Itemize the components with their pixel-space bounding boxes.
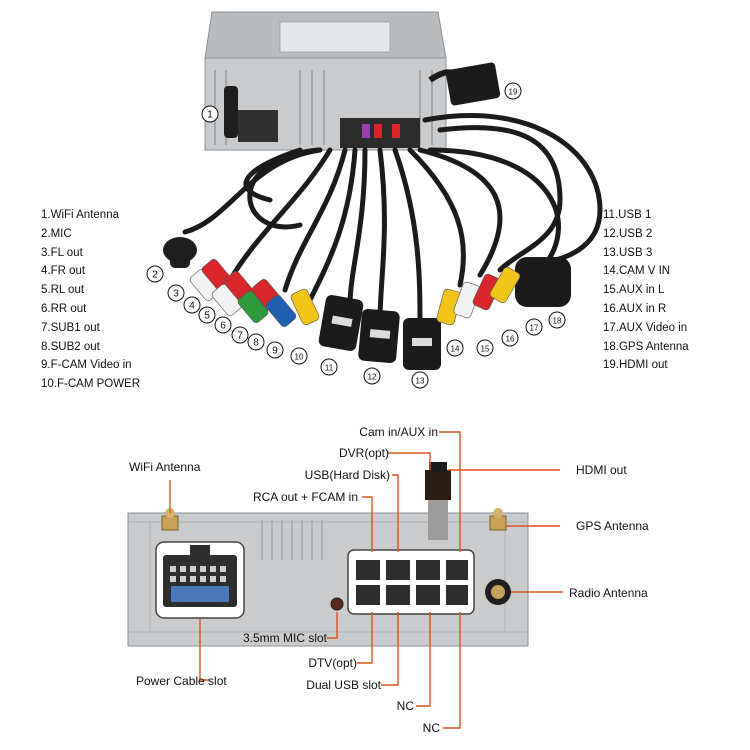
legend-left-item: 5.RL out <box>41 284 85 297</box>
gps-antenna-connector <box>489 508 507 531</box>
legend-right-item: 11.USB 1 <box>603 209 652 221</box>
rca-plugs-right <box>436 266 521 326</box>
legend-left-item: 10.F-CAM POWER <box>41 378 141 391</box>
label-dvr: DVR(opt) <box>338 446 389 460</box>
legend-left-item: 4.FR out <box>41 265 86 278</box>
legend-right-item: 13.USB 3 <box>603 246 653 259</box>
mic-slot <box>330 597 344 611</box>
callout-lines <box>169 431 563 729</box>
power-cable-connector <box>155 541 245 619</box>
gps-antenna <box>515 257 571 307</box>
label-rca-out-fcam: RCA out + FCAM in <box>252 490 358 504</box>
label-nc-2: NC <box>422 721 440 735</box>
legend-left-item: 6.RR out <box>41 302 87 315</box>
label-wifi-antenna: WiFi Antenna <box>129 460 201 474</box>
legend-right-item: 15.AUX in L <box>603 284 665 297</box>
radio-antenna-socket <box>485 579 511 605</box>
legend-right-item: 16.AUX in R <box>603 302 667 315</box>
label-hdmi-out: HDMI out <box>576 463 627 477</box>
legend-right-item: 17.AUX Video in <box>603 321 688 334</box>
cable-bundle <box>182 113 603 328</box>
legend-left-item: 9.F-CAM Video in <box>41 359 132 372</box>
label-usb-hard-disk: USB(Hard Disk) <box>304 468 390 482</box>
legend-left-item: 7.SUB1 out <box>41 321 100 334</box>
legend-left: 1.WiFi Antenna 2.MIC 3.FL out 4.FR out 5.RL … <box>41 206 140 394</box>
label-nc-1: NC <box>396 699 414 713</box>
rca-plugs-left <box>189 259 320 327</box>
usb-ends <box>318 295 441 370</box>
label-dtv: DTV(opt) <box>308 656 357 670</box>
multi-connector-block <box>347 549 475 615</box>
label-cam-aux-in: Cam in/AUX in <box>359 425 438 439</box>
label-gps-antenna: GPS Antenna <box>576 519 649 533</box>
legend-right-item: 19.HDMI out <box>603 359 668 372</box>
unit-photo <box>163 11 603 370</box>
legend-right-item: 14.CAM V IN <box>603 265 671 278</box>
mic <box>163 237 197 268</box>
legend-left-item: 1.WiFi Antenna <box>41 209 119 221</box>
label-power-cable-slot: Power Cable slot <box>136 674 227 688</box>
hdmi-plug <box>425 462 451 540</box>
head-unit-rear-top <box>204 11 447 151</box>
legend-left-item: 8.SUB2 out <box>41 340 100 353</box>
label-mic-slot: 3.5mm MIC slot <box>242 631 327 645</box>
legend-right: 11.USB 1 12.USB 2 13.USB 3 14.CAM V IN 15.AU… <box>603 206 689 375</box>
label-dual-usb-slot: Dual USB slot <box>306 678 381 692</box>
legend-right-item: 18.GPS Antenna <box>603 340 689 353</box>
legend-right-item: 12.USB 2 <box>603 227 653 240</box>
hdmi-connector <box>428 62 501 106</box>
legend-left-item: 3.FL out <box>41 246 83 259</box>
wifi-antenna-stub <box>224 86 238 138</box>
label-radio-antenna: Radio Antenna <box>569 586 648 600</box>
legend-left-item: 2.MIC <box>41 227 72 240</box>
